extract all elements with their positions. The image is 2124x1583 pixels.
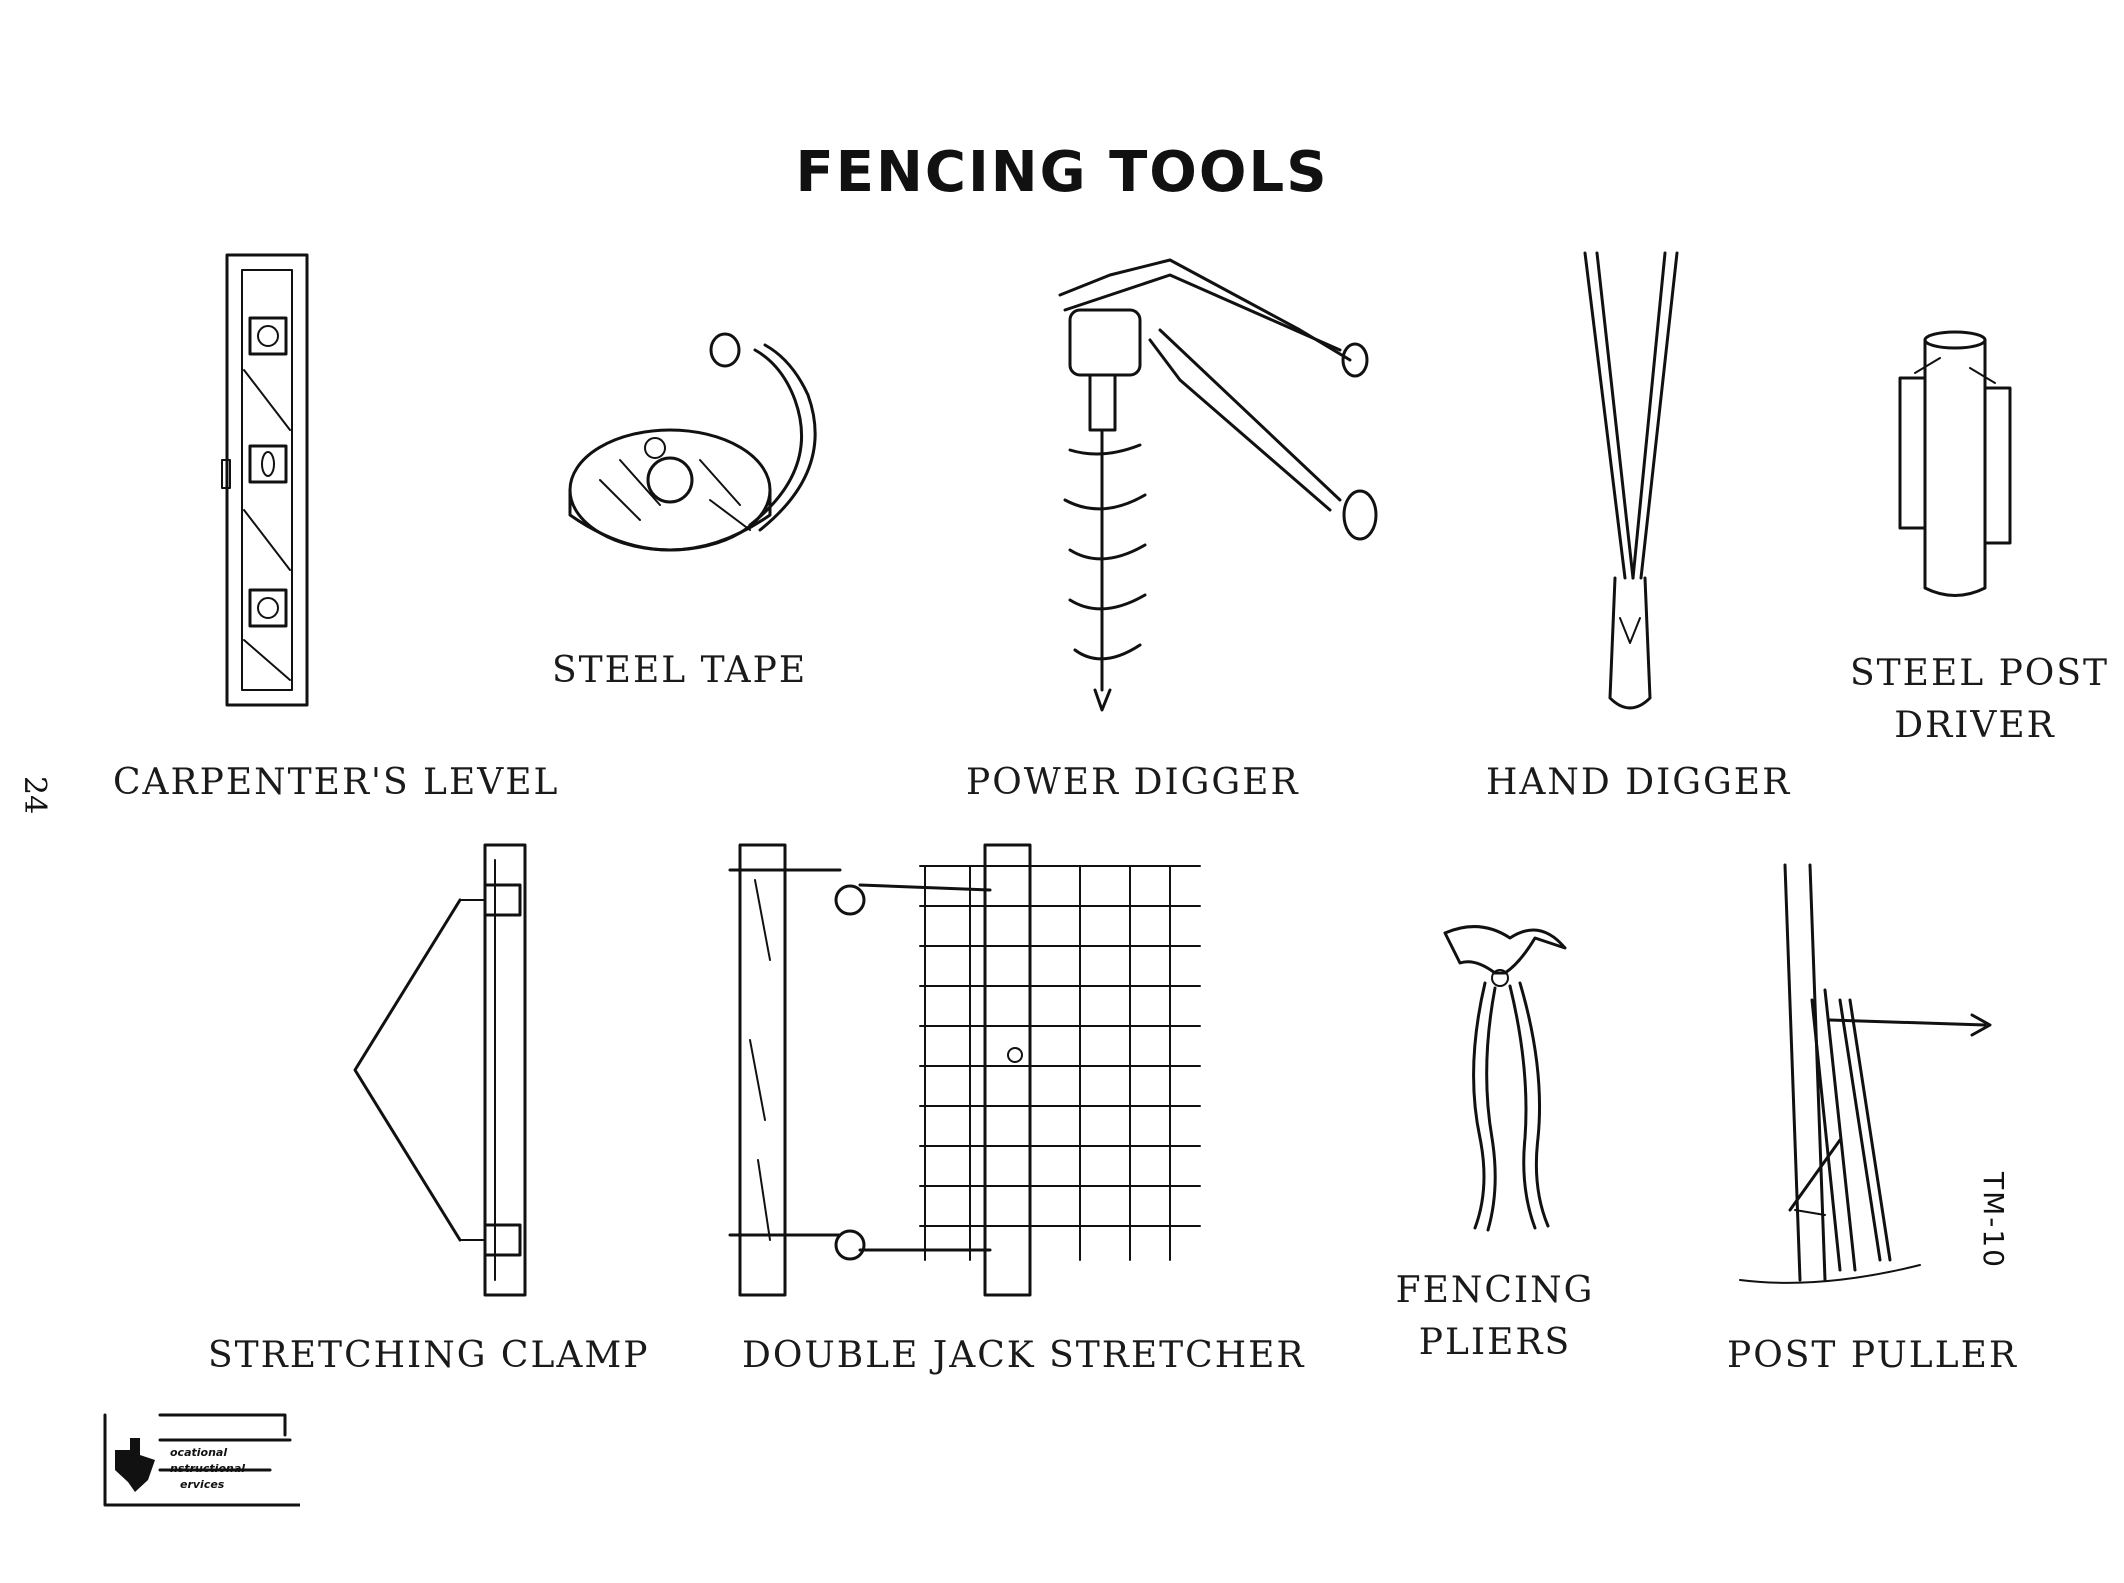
power-digger-drawing xyxy=(1058,258,1378,712)
texas-state-icon xyxy=(103,1413,300,1507)
fencing-pliers-label: FENCING PLIERS xyxy=(1380,1265,1610,1369)
steel-post-driver-label-line1: STEEL POST xyxy=(1850,653,2109,694)
fencing-pliers-drawing xyxy=(1443,925,1567,1232)
steel-post-driver-label-line2: DRIVER xyxy=(1894,705,2056,746)
double-jack-stretcher-label: DOUBLE JACK STRETCHER xyxy=(742,1335,1306,1376)
post-puller-label: POST PULLER xyxy=(1727,1335,2018,1376)
logo-line2: nstructional xyxy=(170,1462,246,1475)
page-title: FENCING TOOLS xyxy=(795,140,1329,205)
carpenters-level-label: CARPENTER'S LEVEL xyxy=(113,762,560,803)
post-puller-drawing xyxy=(1739,863,1992,1284)
fencing-pliers-label-line2: PLIERS xyxy=(1418,1322,1572,1363)
power-digger-label: POWER DIGGER xyxy=(966,762,1300,803)
page-number: 24 xyxy=(17,776,52,815)
double-jack-stretcher-drawing xyxy=(728,843,1201,1297)
hand-digger-label: HAND DIGGER xyxy=(1486,762,1792,803)
steel-post-driver-drawing xyxy=(1898,330,2012,597)
stretching-clamp-drawing xyxy=(353,843,527,1297)
hand-digger-drawing xyxy=(1583,251,1679,710)
logo-line3: ervices xyxy=(180,1478,225,1491)
vis-logo: ocational nstructional ervices xyxy=(100,1410,300,1510)
fencing-pliers-label-line1: FENCING xyxy=(1395,1270,1595,1311)
steel-tape-drawing xyxy=(568,332,817,552)
logo-line1: ocational xyxy=(170,1446,228,1459)
steel-post-driver-label: STEEL POST DRIVER xyxy=(1850,648,2109,752)
carpenters-level-drawing xyxy=(221,253,309,707)
figure-code: TM-10 xyxy=(1977,1172,2010,1269)
stretching-clamp-label: STRETCHING CLAMP xyxy=(208,1335,650,1376)
steel-tape-label: STEEL TAPE xyxy=(552,650,808,691)
